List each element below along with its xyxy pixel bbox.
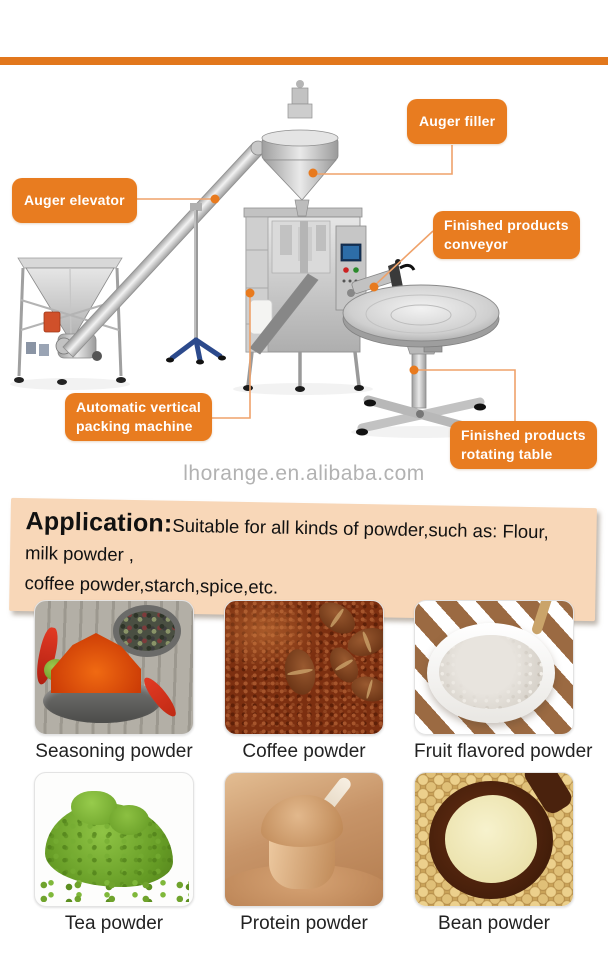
- shadow: [10, 378, 130, 390]
- matcha-crumbs: [37, 878, 189, 902]
- product-protein: Protein powder: [224, 772, 384, 937]
- label-rotating-table: Finished products rotating table: [450, 421, 597, 469]
- product-label: Seasoning powder: [35, 741, 193, 762]
- machine-photo: [10, 80, 516, 438]
- packing-machine-illustration: [243, 207, 367, 392]
- product-coffee: Coffee powder: [224, 600, 384, 765]
- bean-powder-photo: [414, 772, 574, 907]
- tripod-stand-illustration: [166, 203, 226, 365]
- wooden-spoon-handle: [530, 601, 554, 636]
- protein-powder-photo: [224, 772, 384, 907]
- auger-tube-illustration: [62, 140, 266, 358]
- matcha-clump: [109, 805, 149, 835]
- product-label: Tea powder: [64, 913, 164, 934]
- product-tea: Tea powder: [34, 772, 194, 937]
- auger-filler-illustration: [261, 80, 339, 217]
- top-accent-bar: [0, 57, 608, 65]
- label-auger-filler: Auger filler: [407, 99, 508, 144]
- rotating-table-illustration: [342, 284, 500, 437]
- product-fruit-flavored: Fruit flavored powder: [414, 600, 593, 765]
- tea-powder-photo: [34, 772, 194, 907]
- label-finished-products-conveyor: Finished products conveyor: [433, 211, 580, 259]
- product-label: Bean powder: [438, 913, 550, 934]
- watermark: lhorange.en.alibaba.com: [183, 462, 425, 485]
- product-label: Coffee powder: [242, 741, 366, 762]
- auger-elevator-illustration: [14, 257, 126, 385]
- label-packing-machine: Automatic vertical packing machine: [65, 393, 212, 441]
- seasoning-powder-photo: [34, 600, 194, 735]
- product-grid: Seasoning powder Coffee powder Fruit fla…: [34, 600, 593, 944]
- application-title: Application:: [25, 507, 173, 538]
- powder-mound: [445, 795, 537, 883]
- coffee-powder-photo: [224, 600, 384, 735]
- fruit-flavored-powder-photo: [414, 600, 574, 735]
- product-seasoning: Seasoning powder: [34, 600, 194, 765]
- powder-mound: [439, 635, 543, 709]
- label-auger-elevator: Auger elevator: [12, 178, 137, 223]
- product-label: Fruit flavored powder: [414, 741, 593, 762]
- powder-mound: [261, 795, 343, 847]
- product-bean: Bean powder: [414, 772, 574, 937]
- machine-diagram: Auger filler Auger elevator Finished pro…: [0, 60, 608, 469]
- callout-dots: [210, 168, 419, 375]
- peppercorns: [119, 611, 175, 651]
- product-label: Protein powder: [240, 913, 368, 934]
